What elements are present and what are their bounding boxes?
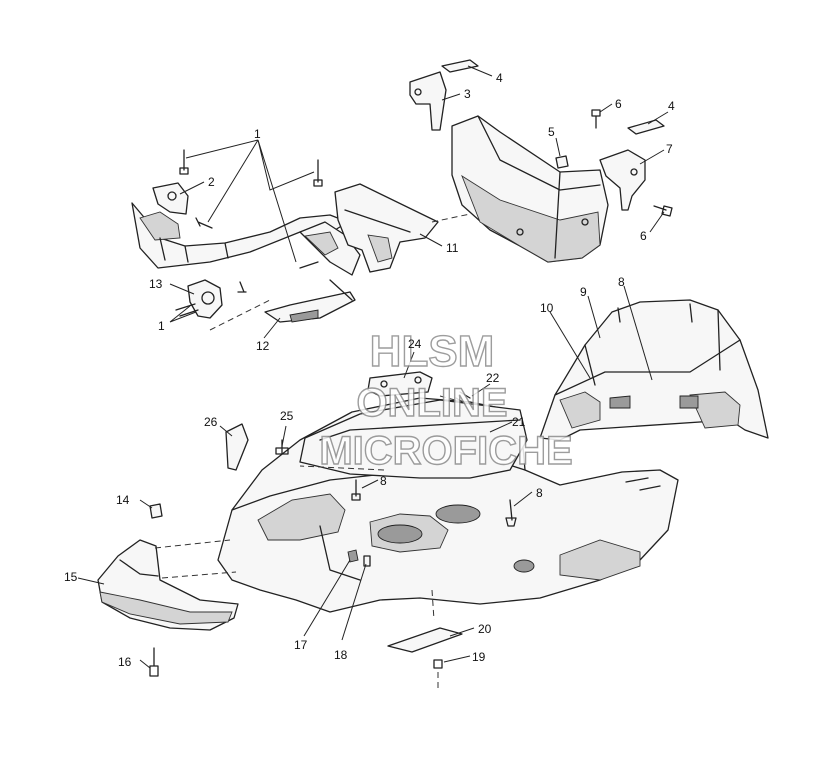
- callout-1-bottom: 1: [158, 319, 165, 333]
- watermark: HLSM ONLINE MICROFICHE: [319, 326, 574, 473]
- callout-20: 20: [478, 622, 492, 636]
- decal-26: [225, 423, 249, 471]
- clip-19: [433, 659, 443, 669]
- callout-17: 17: [294, 638, 308, 652]
- callout-21: 21: [512, 415, 526, 429]
- bracket-3: [409, 71, 447, 131]
- watermark-line-3: MICROFICHE: [319, 429, 572, 473]
- callout-16: 16: [118, 655, 132, 669]
- callout-3: 3: [464, 87, 471, 101]
- bracket-24: [367, 371, 433, 397]
- callout-10: 10: [540, 301, 554, 315]
- part-17: [347, 549, 359, 563]
- front-frame-assembly: [131, 182, 361, 276]
- fastener-25: [275, 439, 289, 455]
- nut-5: [555, 155, 569, 169]
- callout-6-top: 6: [615, 97, 622, 111]
- rear-bracket-11: [334, 183, 439, 273]
- callout-2: 2: [208, 175, 215, 189]
- callout-6-bottom: 6: [640, 229, 647, 243]
- callout-5: 5: [548, 125, 555, 139]
- callout-13: 13: [149, 277, 163, 291]
- callout-4-top: 4: [496, 71, 503, 85]
- bolt-6-top: [591, 109, 601, 129]
- callout-4-right: 4: [668, 99, 675, 113]
- callout-8-hood-left: 8: [380, 474, 387, 488]
- callout-14: 14: [116, 493, 130, 507]
- rail-12: [264, 279, 356, 323]
- rear-hood-view: [539, 299, 769, 441]
- watermark-line-2: ONLINE: [356, 381, 507, 425]
- callout-18: 18: [334, 648, 348, 662]
- callout-8-hood-right: 8: [536, 486, 543, 500]
- nut-14: [149, 503, 163, 519]
- decal-4-right: [627, 119, 665, 135]
- callout-9: 9: [580, 285, 587, 299]
- callout-12: 12: [256, 339, 270, 353]
- bumper-15: [97, 539, 239, 631]
- callout-7: 7: [666, 142, 673, 156]
- watermark-line-1: HLSM: [370, 327, 495, 376]
- callout-15: 15: [64, 570, 78, 584]
- bolt-16: [149, 647, 159, 677]
- callout-19: 19: [472, 650, 486, 664]
- callout-26: 26: [204, 415, 218, 429]
- callout-11: 11: [446, 241, 459, 255]
- part-18: [363, 555, 371, 567]
- windshield-21: [299, 399, 528, 479]
- callout-22: 22: [486, 371, 500, 385]
- decal-4-left: [441, 59, 479, 73]
- callout-25: 25: [280, 409, 294, 423]
- side-plate-13: [187, 279, 223, 319]
- bolts-1: [175, 149, 323, 317]
- bolt-6-bottom: [653, 205, 673, 217]
- callout-1-top: 1: [254, 127, 261, 141]
- leader-lines: [77, 65, 669, 669]
- callouts: 1 2 3 4 4 5 6 6 7 11 12 13 1 10 9 8 24 2…: [64, 71, 675, 669]
- decal-20: [387, 627, 463, 653]
- rear-frame-crossmember: [451, 115, 609, 263]
- assembly-lines: [154, 213, 471, 690]
- fastener-8-hood: [351, 479, 517, 527]
- bracket-7: [599, 149, 646, 211]
- callout-24: 24: [408, 337, 422, 351]
- callout-8-rear: 8: [618, 275, 625, 289]
